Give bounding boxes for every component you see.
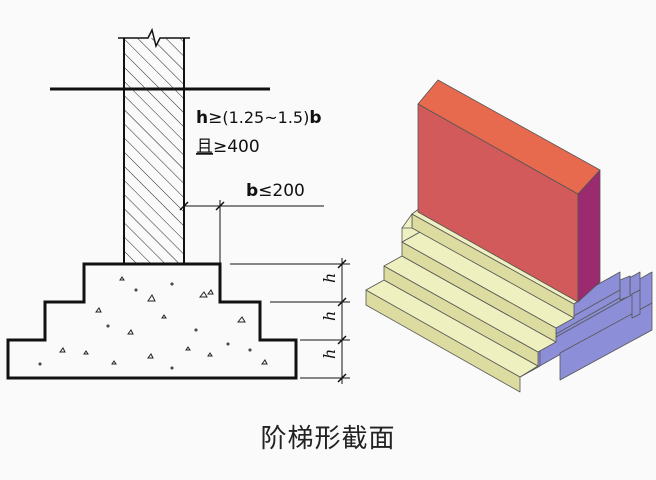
step-middle	[383, 255, 557, 367]
step-height-label-3: h	[320, 349, 339, 359]
b-dimension	[179, 196, 324, 264]
limit-text: 且≥400	[196, 137, 260, 157]
footing-side-faces	[519, 271, 653, 381]
wall-section	[118, 27, 190, 264]
wall-block	[417, 79, 601, 303]
wall-side-face	[577, 169, 601, 303]
diagram-caption: 阶梯形截面	[260, 424, 396, 454]
concrete-aggregate	[38, 276, 268, 370]
stepped-footing	[6, 262, 298, 380]
h-rule-text: h≥(1.25~1.5)b	[196, 108, 322, 128]
h-dimension-chain	[230, 258, 350, 384]
section-drawing: h h h h≥(1.25~1.5)b 且≥400 b≤200	[6, 27, 350, 384]
isometric-view	[365, 79, 653, 393]
step-height-label-1: h	[320, 273, 339, 283]
step-height-label-2: h	[320, 311, 339, 321]
break-line	[118, 27, 190, 49]
b-rule-text: b≤200	[246, 181, 305, 201]
